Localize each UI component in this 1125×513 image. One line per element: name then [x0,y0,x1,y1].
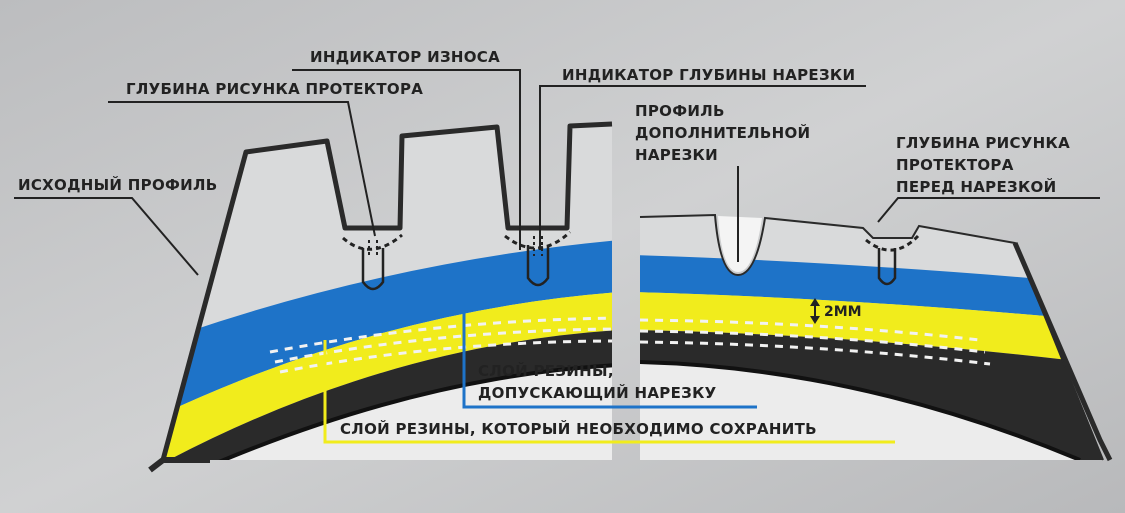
callout-tread-depth-before: ГЛУБИНА РИСУНКА ПРОТЕКТОРА ПЕРЕД НАРЕЗКО… [877,134,1100,223]
label-tread-before-line2: ПРОТЕКТОРА [896,156,1014,174]
regroovable-layer-right [640,255,1103,322]
label-extra-groove-line2: ДОПОЛНИТЕЛЬНОЙ [635,123,810,142]
label-preserve-layer: СЛОЙ РЕЗИНЫ, КОТОРЫЙ НЕОБХОДИМО СОХРАНИТ… [340,419,817,438]
callout-regroovable-layer: СЛОЙ РЕЗИНЫ, ДОПУСКАЮЩИЙ НАРЕЗКУ [462,296,757,409]
callout-preserve-layer: СЛОЙ РЕЗИНЫ, КОТОРЫЙ НЕОБХОДИМО СОХРАНИТ… [323,340,895,444]
tire-right-half [640,215,1103,460]
label-tread-before-line3: ПЕРЕД НАРЕЗКОЙ [896,177,1056,196]
measure-2mm: 2ММ [810,298,862,324]
preserve-layer-left [163,292,612,460]
wear-indicator-2 [504,230,572,287]
label-regroovable-line1: СЛОЙ РЕЗИНЫ, [478,361,614,380]
callout-wear-indicator: ИНДИКАТОР ИЗНОСА [292,48,521,250]
belt-dashes-right [640,318,991,366]
callout-original-profile: ИСХОДНЫЙ ПРОФИЛЬ [14,175,218,276]
label-tread-depth: ГЛУБИНА РИСУНКА ПРОТЕКТОРА [126,80,423,98]
callout-groove-depth-indicator: ИНДИКАТОР ГЛУБИНЫ НАРЕЗКИ [539,66,866,250]
inner-liner-left [200,365,612,460]
label-regroovable-line2: ДОПУСКАЮЩИЙ НАРЕЗКУ [478,383,717,402]
callout-extra-groove-profile: ПРОФИЛЬ ДОПОЛНИТЕЛЬНОЙ НАРЕЗКИ [635,102,810,262]
wear-indicator-3 [865,234,920,286]
label-tread-before-line1: ГЛУБИНА РИСУНКА [896,134,1070,152]
extra-groove [718,216,762,272]
inner-liner-right [640,362,1080,460]
belt-dashes-left [269,316,612,374]
label-groove-depth-indicator: ИНДИКАТОР ГЛУБИНЫ НАРЕЗКИ [562,66,855,84]
label-wear-indicator: ИНДИКАТОР ИЗНОСА [310,48,500,66]
label-extra-groove-line1: ПРОФИЛЬ [635,102,725,120]
callout-tread-depth: ГЛУБИНА РИСУНКА ПРОТЕКТОРА [108,80,423,237]
label-extra-groove-line3: НАРЕЗКИ [635,146,718,164]
wear-indicator-1 [342,233,403,291]
regroovable-layer-left [163,240,612,420]
measure-2mm-label: 2ММ [824,304,862,320]
original-profile-outline [160,121,613,461]
label-original-profile: ИСХОДНЫЙ ПРОФИЛЬ [18,175,218,194]
regrooved-profile-outline [639,213,1104,461]
